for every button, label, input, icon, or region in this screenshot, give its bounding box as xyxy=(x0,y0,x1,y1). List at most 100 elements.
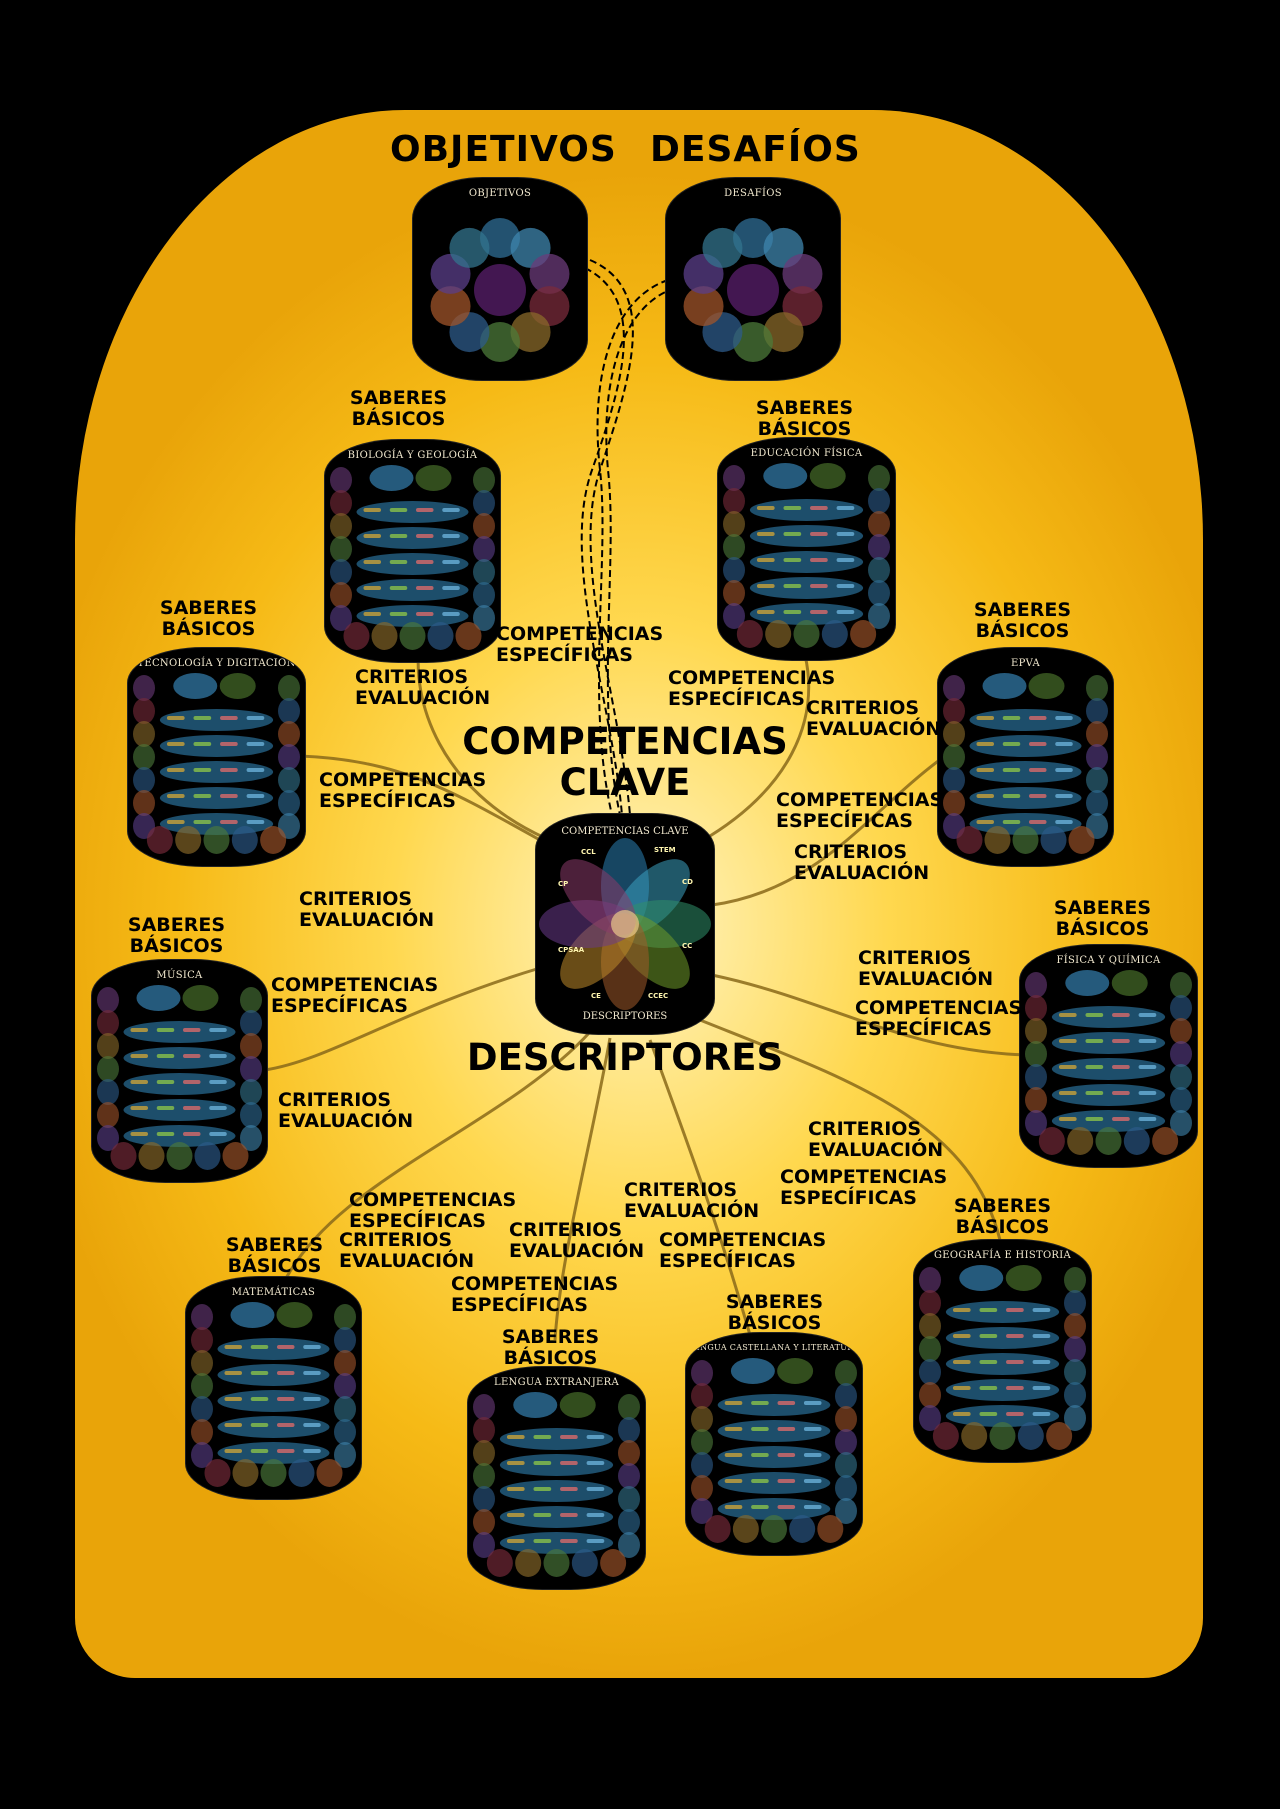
content-tag xyxy=(246,742,265,746)
side-bubble xyxy=(919,1336,941,1362)
content-tag xyxy=(952,1360,971,1364)
saberes-label-geografia: SABERES BÁSICOS xyxy=(953,1195,1052,1238)
content-tag xyxy=(810,584,828,588)
content-tag xyxy=(166,742,185,746)
content-tag xyxy=(363,612,381,616)
side-bubble xyxy=(133,767,155,793)
content-tag xyxy=(303,1345,321,1349)
content-tag xyxy=(220,820,238,824)
content-tag xyxy=(416,586,434,590)
content-tag xyxy=(1058,1117,1077,1121)
subject-node-fisica[interactable]: FÍSICA Y QUÍMICA xyxy=(1020,945,1197,1167)
subject-node-geografia[interactable]: GEOGRAFÍA E HISTORIA xyxy=(914,1240,1091,1462)
competencias-label-10: COMPETENCIAS ESPECÍFICAS xyxy=(451,1273,619,1316)
content-tag xyxy=(1055,768,1073,772)
content-tag xyxy=(209,1054,227,1058)
saberes-label-lengua-extranjera: SABERES BÁSICOS xyxy=(501,1326,600,1369)
side-bubble xyxy=(1170,972,1192,998)
competencias-label-4: COMPETENCIAS ESPECÍFICAS xyxy=(776,789,944,832)
side-bubble xyxy=(1064,1313,1086,1339)
content-row xyxy=(123,1073,236,1095)
subject-node-tecnologia[interactable]: TECNOLOGÍA Y DIGITACIÓN xyxy=(128,648,305,866)
side-bubble xyxy=(691,1360,713,1386)
subject-node-edfisica[interactable]: EDUCACIÓN FÍSICA xyxy=(718,438,895,660)
content-tag xyxy=(586,1461,605,1465)
side-bubble xyxy=(691,1406,713,1432)
subject-node-lengua-extranjera[interactable]: LENGUA EXTRANJERA xyxy=(468,1367,645,1589)
content-row xyxy=(749,603,864,625)
content-tag xyxy=(442,586,460,590)
subject-node-biologia[interactable]: BIOLOGÍA Y GEOLOGÍA xyxy=(325,440,500,662)
center-node-title: COMPETENCIAS CLAVE xyxy=(561,826,689,837)
content-tag xyxy=(810,558,828,562)
side-bubble xyxy=(473,1394,495,1420)
objetivos-node-title: OBJETIVOS xyxy=(468,188,532,199)
side-bubble xyxy=(240,987,262,1013)
bottom-bubble xyxy=(316,1459,343,1487)
content-tag xyxy=(246,716,265,720)
objetivos-node[interactable]: OBJETIVOS xyxy=(413,178,587,380)
content-tag xyxy=(209,1080,227,1084)
bottom-bubble xyxy=(288,1459,315,1487)
content-row xyxy=(969,787,1082,809)
tag-cp: CP xyxy=(558,880,569,888)
side-bubble xyxy=(240,1056,262,1082)
content-tag xyxy=(1055,716,1073,720)
content-tag xyxy=(389,560,408,564)
content-tag xyxy=(250,1345,269,1349)
bottom-bubble xyxy=(543,1549,570,1577)
content-tag xyxy=(756,532,775,536)
ring-circle xyxy=(480,322,520,362)
link-desafios-a xyxy=(596,279,669,816)
subject-node-musica[interactable]: MÚSICA xyxy=(92,960,267,1182)
side-bubble xyxy=(943,698,965,724)
side-bubble xyxy=(1025,972,1047,998)
criterios-label-8: CRITERIOS EVALUACIÓN xyxy=(624,1179,760,1222)
content-tag xyxy=(810,610,828,614)
content-tag xyxy=(560,1513,578,1517)
bottom-bubble xyxy=(761,1515,787,1543)
side-bubble xyxy=(330,559,352,585)
content-tag xyxy=(803,1401,822,1405)
content-row xyxy=(749,577,864,599)
content-tag xyxy=(224,1449,242,1453)
subject-node-lengua-castellana[interactable]: LENGUA CASTELLANA Y LITERATURA xyxy=(686,1333,862,1555)
side-bubble xyxy=(133,675,155,701)
side-bubble xyxy=(1064,1405,1086,1431)
side-bubble xyxy=(97,1033,119,1059)
side-bubble xyxy=(919,1405,941,1431)
side-bubble xyxy=(278,767,300,793)
side-bubble xyxy=(334,1396,356,1422)
link-lengua-castellana xyxy=(648,1039,752,1336)
subject-title: EDUCACIÓN FÍSICA xyxy=(750,448,863,459)
side-bubble xyxy=(868,580,890,606)
side-bubble xyxy=(618,1440,640,1466)
content-tag xyxy=(836,558,855,562)
subject-node-matematicas[interactable]: MATEMÁTICAS xyxy=(186,1277,361,1499)
side-bubble xyxy=(278,675,300,701)
side-bubble xyxy=(473,1463,495,1489)
ring-circle xyxy=(529,253,570,294)
side-bubble xyxy=(473,513,495,539)
competencias-clave-node[interactable]: COMPETENCIAS CLAVE CCL STEM CP CD CPSAA … xyxy=(536,814,714,1034)
bottom-bubble xyxy=(736,620,763,648)
side-bubble xyxy=(97,1010,119,1036)
criterios-label-4: CRITERIOS EVALUACIÓN xyxy=(299,888,435,931)
content-tag xyxy=(220,794,238,798)
content-tag xyxy=(724,1479,743,1483)
side-bubble xyxy=(943,721,965,747)
content-tag xyxy=(1032,1360,1051,1364)
desafios-node[interactable]: DESAFÍOS xyxy=(666,178,840,380)
content-tag xyxy=(389,534,408,538)
content-tag xyxy=(166,768,185,772)
side-bubble xyxy=(330,536,352,562)
content-tag xyxy=(783,506,802,510)
side-bubble xyxy=(278,721,300,747)
subject-node-epva[interactable]: EPVA xyxy=(938,648,1113,866)
content-tag xyxy=(1002,794,1021,798)
content-row xyxy=(717,1446,831,1468)
content-tag xyxy=(979,1360,998,1364)
competencias-label-3: COMPETENCIAS ESPECÍFICAS xyxy=(319,769,487,812)
saberes-label-epva: SABERES BÁSICOS xyxy=(973,599,1072,642)
side-bubble xyxy=(1170,1064,1192,1090)
